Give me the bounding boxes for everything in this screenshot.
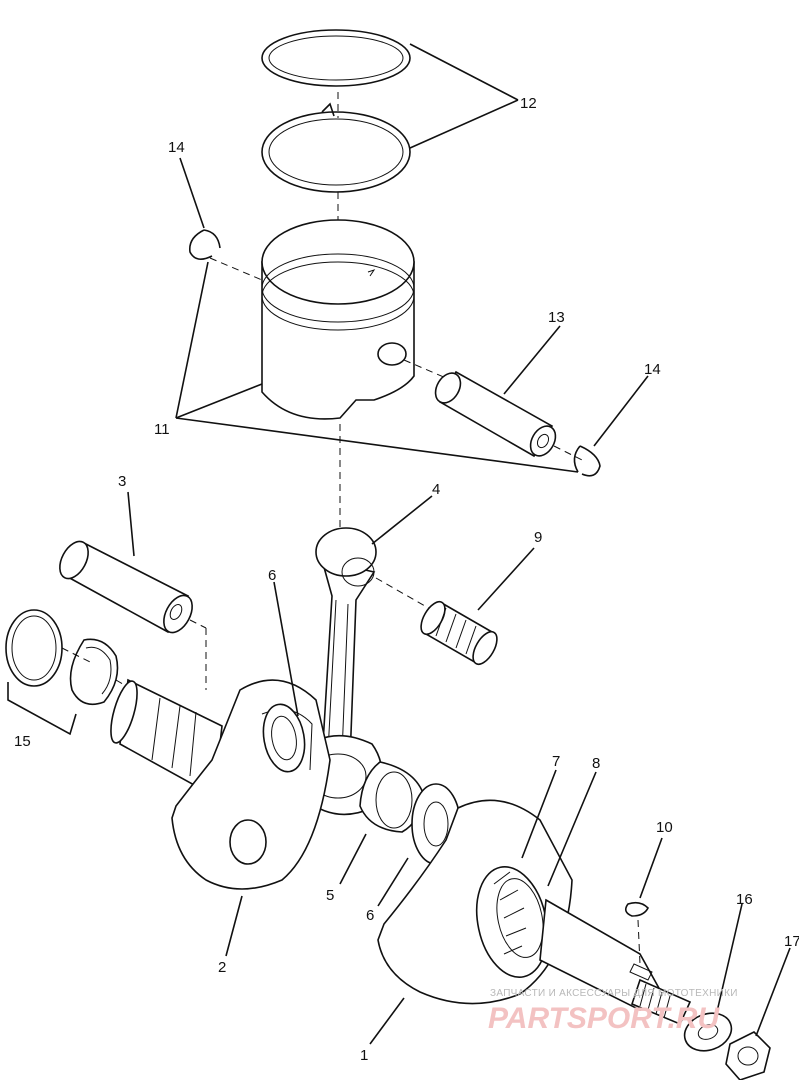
seal-axis-2 (115, 679, 127, 687)
leader-13 (503, 325, 561, 395)
leader-6a (273, 581, 299, 717)
callout-12: 12 (520, 95, 537, 112)
callout-11: 11 (154, 421, 170, 438)
piston-pin (434, 370, 557, 458)
piston-ring-upper (261, 29, 411, 87)
leader-1 (369, 997, 405, 1045)
washer-16 (683, 1012, 733, 1052)
leader-7 (521, 769, 557, 859)
key-axis (637, 919, 641, 965)
crankshaft-left-half (110, 678, 331, 890)
callout-4: 4 (432, 481, 440, 498)
callout-16: 16 (736, 891, 753, 908)
watermark-brand: PARTSPORT.RU (488, 1002, 720, 1035)
seal-ring-outer (5, 609, 63, 687)
crank-pin (59, 540, 193, 634)
seal-ring-inner (69, 638, 119, 706)
callout-13: 13 (548, 309, 565, 326)
leader-3 (127, 491, 135, 557)
pin-axis (403, 359, 447, 379)
leader-5 (339, 833, 367, 885)
piston (261, 219, 415, 420)
circlip-left (188, 229, 221, 260)
piston-ring-lower (261, 102, 411, 193)
bearing-axis (375, 577, 433, 611)
callout-2: 2 (218, 959, 226, 976)
leader-15-bracket (7, 682, 77, 736)
leader-6b (377, 857, 409, 907)
crankpin-axis-a (189, 619, 207, 629)
callout-6-upper: 6 (268, 567, 276, 584)
callout-9: 9 (534, 529, 542, 546)
watermark-tagline: ЗАПЧАСТИ И АКСЕССУАРЫ ДЛЯ МОТОТЕХНИКИ (490, 988, 738, 999)
leader-11a (175, 261, 209, 419)
leader-12b (409, 99, 519, 149)
callout-3: 3 (118, 473, 126, 490)
callout-8: 8 (592, 755, 600, 772)
pin-clip-axis (553, 445, 587, 463)
crankshaft-right-half (377, 799, 692, 1026)
circlip-right (573, 445, 601, 477)
callout-15: 15 (14, 733, 31, 750)
bearing-5 (359, 761, 425, 833)
callout-10: 10 (656, 819, 673, 836)
callout-6-lower: 6 (366, 907, 374, 924)
callout-5: 5 (326, 887, 334, 904)
leader-4 (371, 495, 433, 545)
leader-8 (547, 771, 597, 887)
leader-14a (179, 157, 205, 229)
nut-17 (725, 1031, 771, 1080)
seal-axis-1 (61, 647, 91, 663)
leader-11c (175, 417, 579, 473)
callout-14-left: 14 (168, 139, 185, 156)
clip-axis-left (209, 257, 263, 281)
leader-10 (639, 837, 663, 899)
callout-1: 1 (360, 1047, 368, 1064)
leader-17 (755, 947, 791, 1037)
callout-17: 17 (784, 933, 799, 950)
callout-7: 7 (552, 753, 560, 770)
leader-2 (225, 895, 243, 957)
leader-16 (715, 903, 743, 1017)
leader-14b (593, 375, 649, 447)
leader-11b (175, 383, 263, 419)
woodruff-key (624, 901, 649, 917)
leader-9 (477, 547, 535, 611)
callout-14-right: 14 (644, 361, 661, 378)
leader-12a (409, 43, 519, 101)
needle-bearing (420, 600, 498, 666)
